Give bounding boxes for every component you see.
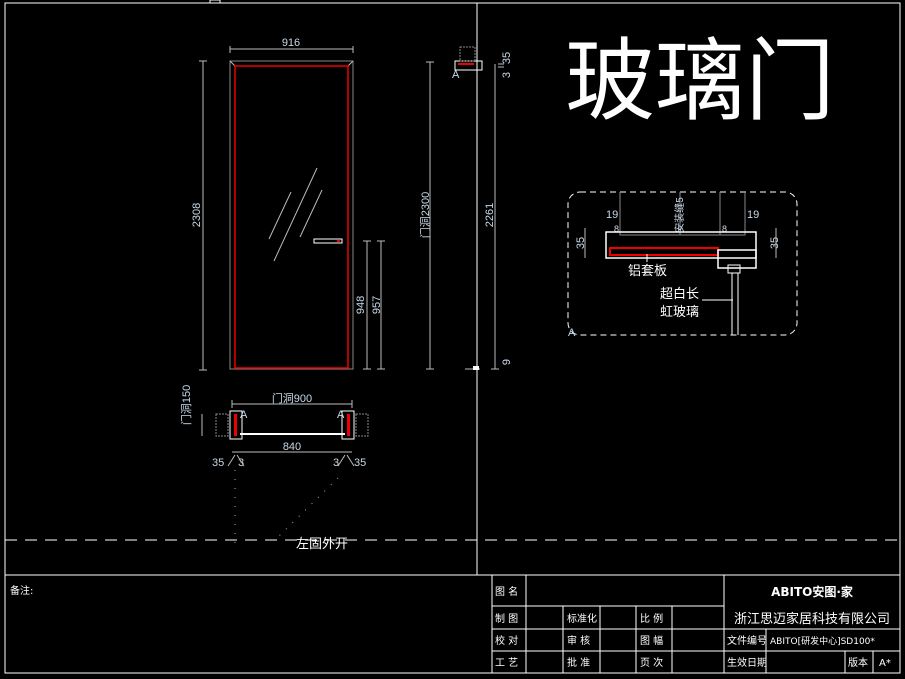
glass-label-line2: 虹玻璃	[660, 305, 699, 320]
top-marker	[209, 0, 221, 4]
door-handle	[313, 238, 343, 244]
drawing-border	[4, 2, 901, 674]
company-name: 浙江思迈家居科技有限公司	[734, 611, 890, 627]
dim-8-right: 8	[722, 224, 727, 234]
dim-19-right: 19	[747, 209, 759, 221]
title-block: 备注: 图 名 制 图 校 对 工 艺 标准化 审 核 批 准 比 例 图 幅 …	[5, 574, 900, 673]
detail-callout-border	[567, 191, 798, 336]
inner-width-dim: 840	[283, 441, 301, 453]
detail-marker: A	[568, 327, 576, 339]
scale-label: 比 例	[640, 612, 663, 625]
page-label: 页 次	[640, 656, 663, 669]
door-plan: 门洞900 门洞150 A A 840 35 3 3 35 左固外开	[179, 385, 369, 552]
plan-marker-right: A	[337, 409, 345, 421]
door-glass-panel	[234, 65, 349, 369]
top-dim-3: 3	[501, 72, 513, 78]
opening-height-dim: 门洞2300	[418, 192, 432, 238]
handle-height-dim-2: 957	[371, 296, 383, 314]
sleeve-label: 铝套板	[628, 263, 667, 279]
file-no-label: 文件编号	[727, 634, 767, 647]
effective-date-label: 生效日期	[727, 656, 767, 669]
frame-height-dim: 2261	[484, 203, 496, 227]
process-label: 工 艺	[495, 657, 518, 669]
approve-label: 批 准	[567, 656, 590, 669]
notes-label: 备注:	[10, 584, 33, 597]
plan-left-dim-35: 35	[212, 457, 224, 469]
sheet-size-label: 图 幅	[640, 634, 663, 647]
frame-profile	[605, 231, 757, 259]
drawing-title: 玻璃门	[565, 29, 835, 134]
file-no-value: ABITO[研发中心]SD100*	[770, 635, 875, 647]
dim-35-right: 35	[769, 237, 781, 249]
dim-8-left: 8	[614, 224, 619, 234]
drawn-by-label: 制 图	[495, 612, 518, 625]
top-frame-section	[454, 60, 483, 71]
glass-label-line1: 超白长	[660, 286, 699, 302]
install-gap-label: 安装缝5	[673, 197, 686, 233]
dim-19-left: 19	[606, 209, 618, 221]
plan-marker-left: A	[240, 409, 248, 421]
left-jamb	[234, 414, 237, 436]
swing-label: 左固外开	[296, 537, 348, 552]
width-dim-text: 916	[282, 37, 300, 49]
standardization-label: 标准化	[567, 612, 597, 625]
bottom-gap-dim: 9	[501, 359, 513, 365]
plan-right-dim-3: 3	[333, 457, 339, 469]
brand-logo: ABITO安图·家	[771, 584, 854, 599]
section-detail: A 安装缝5 19 19 8 8 35 35 铝套板 超白长 虹玻璃	[567, 191, 798, 339]
dim-35-left: 35	[575, 237, 587, 249]
checked-label: 校 对	[495, 634, 518, 647]
drawing-name-label: 图 名	[495, 585, 518, 598]
plan-left-dim-3: 3	[238, 457, 244, 469]
door-elevation: 916 2308 948 957 门洞2300	[191, 37, 513, 371]
handle-height-dim-1: 948	[355, 296, 367, 314]
section-marker-a: A	[452, 69, 460, 81]
opening-depth-dim: 门洞150	[179, 385, 193, 425]
review-label: 审 核	[567, 634, 590, 647]
aluminum-sleeve	[609, 247, 719, 256]
version-value: A*	[879, 658, 891, 669]
opening-width-dim: 门洞900	[272, 391, 312, 405]
right-jamb	[347, 414, 350, 436]
height-dim-text: 2308	[191, 203, 203, 227]
glass-reflection	[273, 167, 318, 262]
plan-right-dim-35: 35	[354, 457, 366, 469]
version-label: 版本	[848, 656, 868, 669]
top-dim-35: 35	[501, 52, 513, 64]
door-outer-frame	[229, 60, 354, 370]
